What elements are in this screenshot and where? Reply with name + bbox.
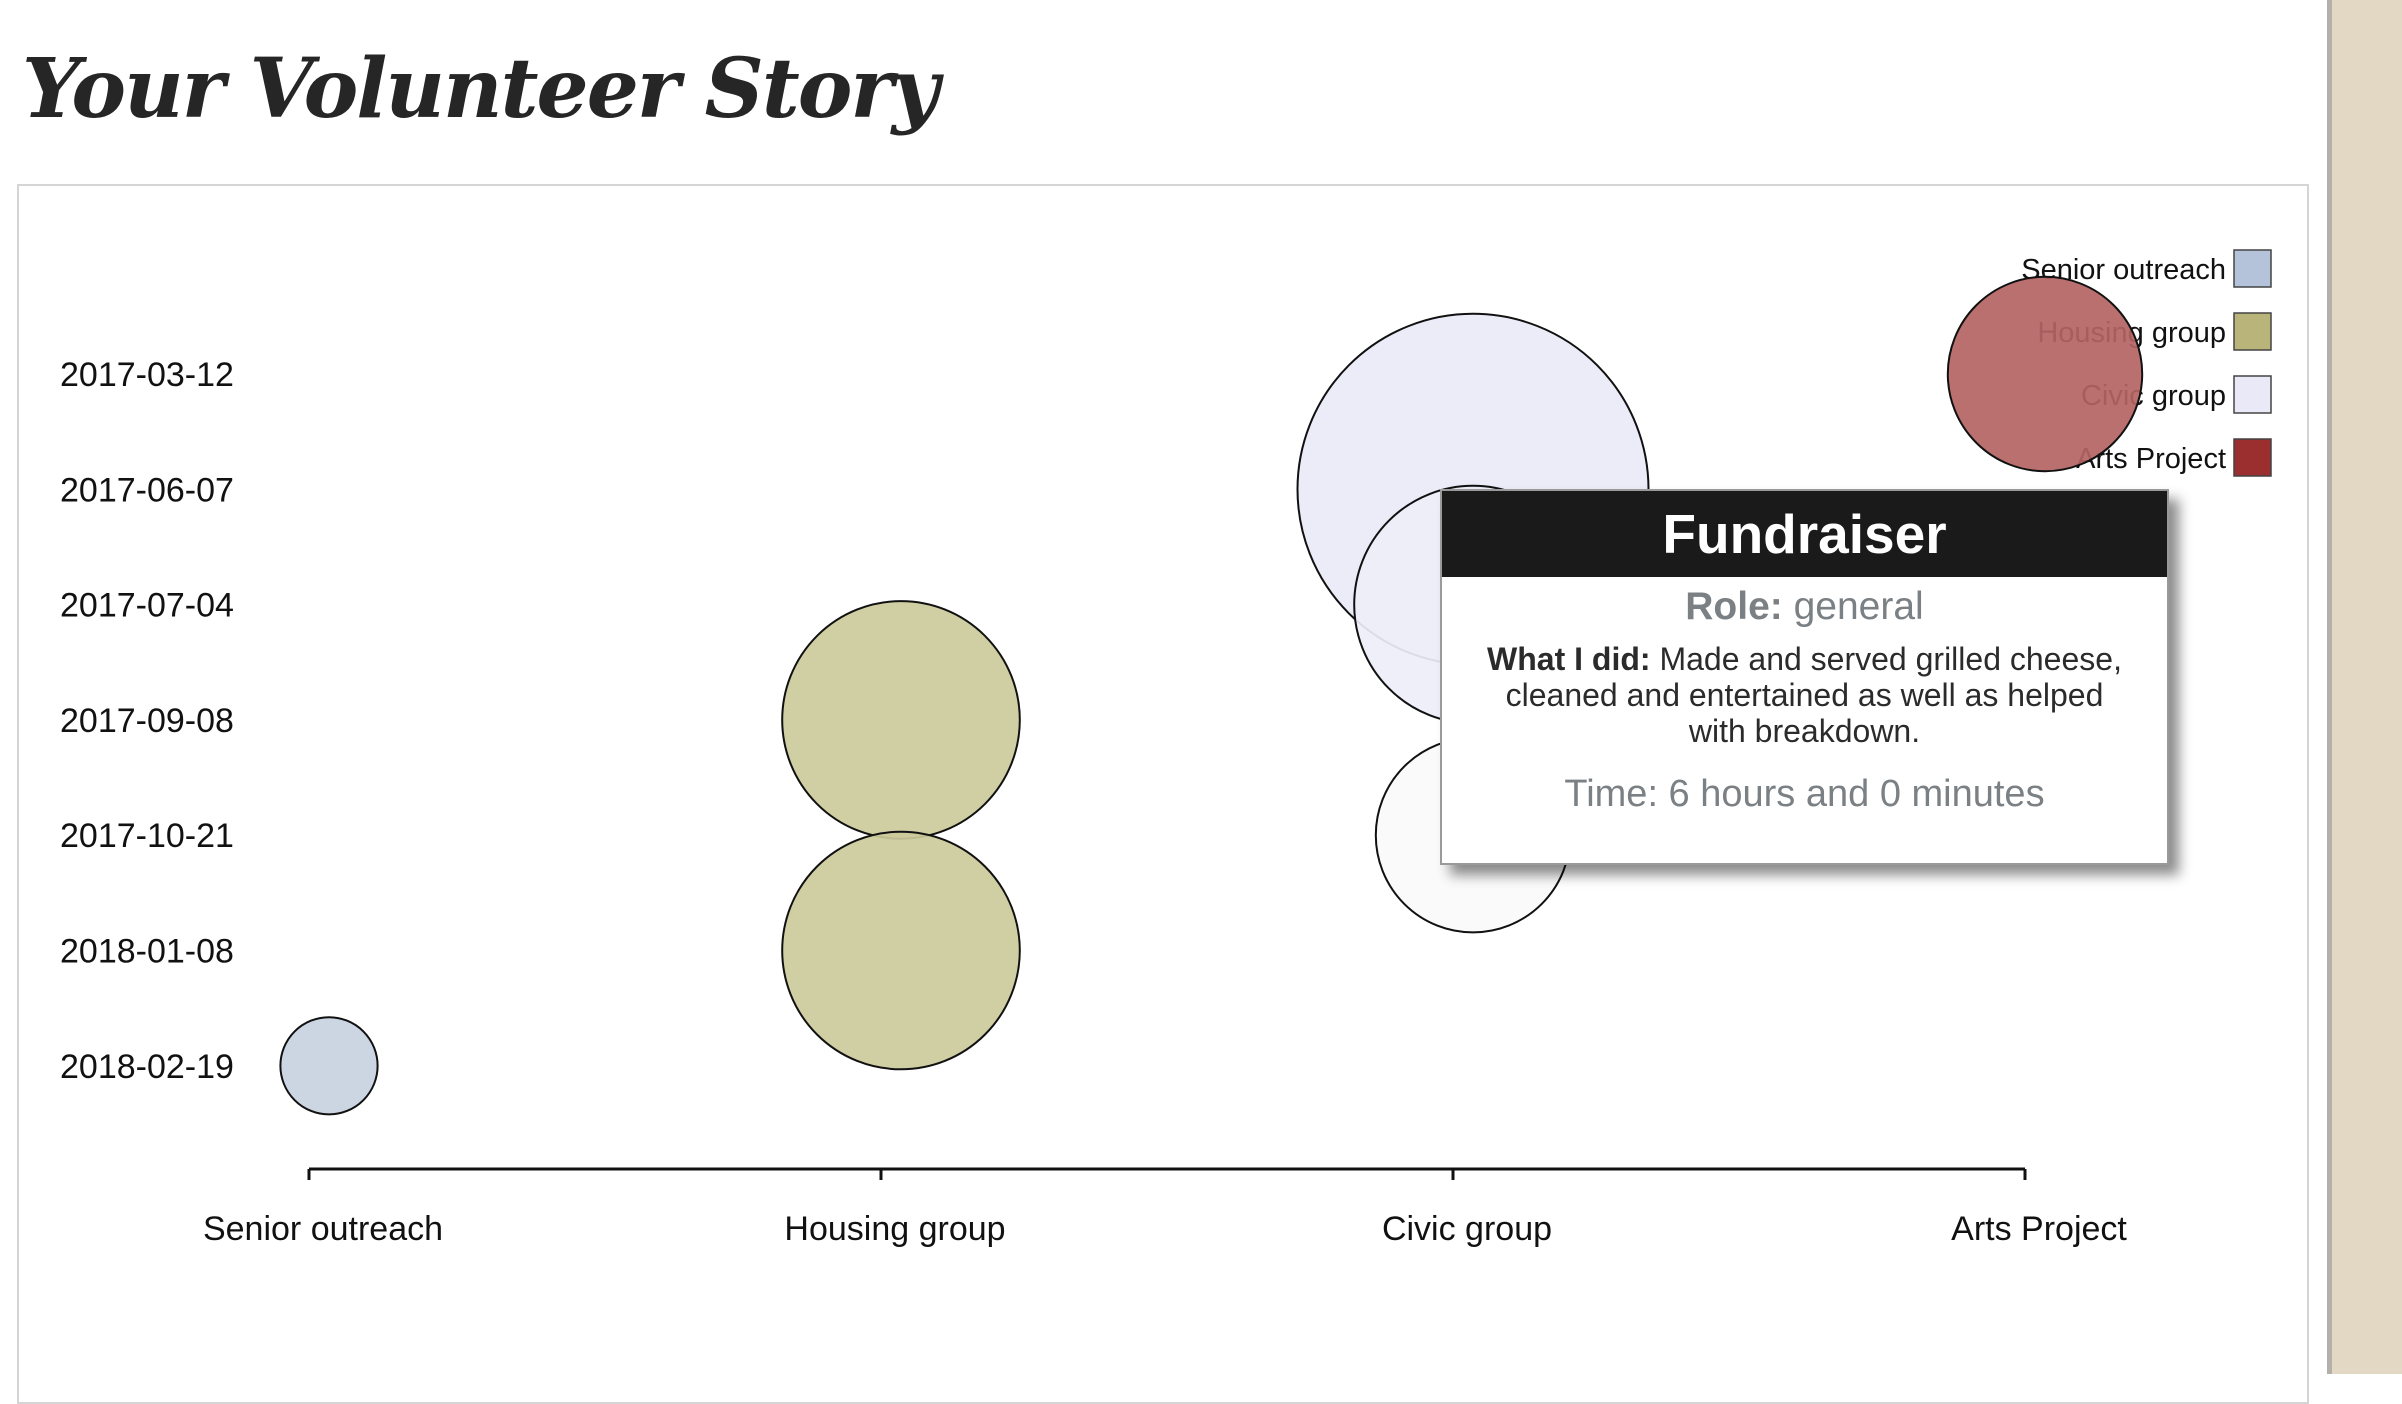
- tooltip-description: What I did: Made and served grilled chee…: [1482, 641, 2127, 749]
- side-panel: [2327, 0, 2402, 1374]
- page-title: Your Volunteer Story: [22, 41, 939, 137]
- legend-swatch: [2233, 375, 2272, 414]
- bubble-arts-project: [1946, 275, 2144, 473]
- legend-swatch: [2233, 312, 2272, 351]
- tooltip-did-value: Made and served grilled cheese, cleaned …: [1505, 641, 2122, 749]
- tooltip-time: Time: 6 hours and 0 minutes: [1564, 773, 2045, 815]
- bubble-housing-group: [781, 600, 1021, 840]
- legend-swatch: [2233, 438, 2272, 477]
- tooltip-role: Role: general: [1442, 585, 2167, 629]
- tooltip: Fundraiser Role: general What I did: Mad…: [1440, 489, 2169, 865]
- y-tick-label: 2018-01-08: [60, 933, 234, 971]
- y-tick-label: 2017-10-21: [60, 817, 234, 855]
- tooltip-role-value: general: [1793, 585, 1924, 628]
- tooltip-role-label: Role:: [1685, 585, 1783, 628]
- x-tick-label: Housing group: [784, 1210, 1005, 1248]
- y-tick-label: 2017-09-08: [60, 702, 234, 740]
- y-tick-label: 2017-06-07: [60, 471, 234, 509]
- y-tick-label: 2017-07-04: [60, 587, 234, 625]
- bubble-housing-group: [781, 830, 1021, 1071]
- y-tick-label: 2017-03-12: [60, 356, 234, 394]
- x-tick-label: Senior outreach: [203, 1210, 443, 1248]
- y-tick-label: 2018-02-19: [60, 1048, 234, 1086]
- x-tick-label: Civic group: [1382, 1210, 1552, 1248]
- legend-swatch: [2233, 249, 2272, 288]
- x-tick-label: Arts Project: [1951, 1210, 2127, 1248]
- tooltip-title: Fundraiser: [1442, 491, 2167, 577]
- tooltip-did-label: What I did:: [1487, 641, 1651, 677]
- bubble-senior-outreach: [279, 1016, 379, 1116]
